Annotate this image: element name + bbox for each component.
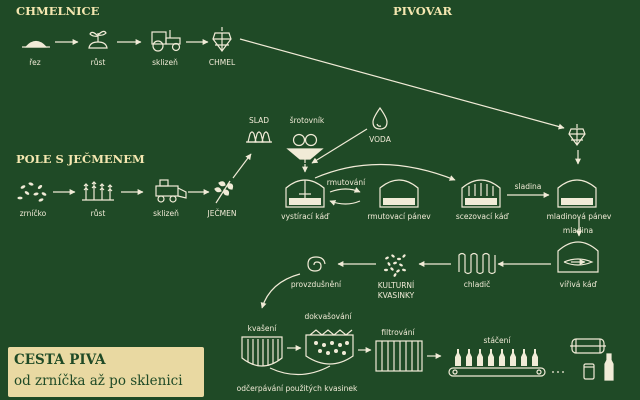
label-water: VODA xyxy=(369,135,391,144)
bottle-row-icon xyxy=(455,349,538,366)
water-drop-icon xyxy=(372,106,388,130)
label-barley-growth: růst xyxy=(90,209,106,218)
label-decoction-pan: rmutovací pánev xyxy=(367,212,431,221)
can-icon xyxy=(583,363,595,380)
barley-plants-icon xyxy=(82,181,114,201)
label-barley-harvest: sklizeň xyxy=(153,209,179,218)
mash-tun-icon xyxy=(285,179,325,208)
fermentation-tank-icon xyxy=(241,336,283,367)
label-bottling: stáčení xyxy=(483,336,511,345)
label-maturation: dokvašování xyxy=(304,312,352,321)
label-wort: mladina xyxy=(562,226,594,235)
label-cooler: chladič xyxy=(463,280,491,289)
keg-icon xyxy=(570,338,606,354)
title-line2: od zrníčka až po sklenici xyxy=(14,373,183,389)
heading-brewery: PIVOVAR xyxy=(393,4,453,18)
cooler-coil-icon xyxy=(458,252,496,275)
heading-hop-field: CHMELNICE xyxy=(16,4,100,18)
lauter-tun-icon xyxy=(461,179,501,208)
filter-icon xyxy=(375,340,423,372)
title-line1: CESTA PIVA xyxy=(14,352,106,368)
arrow-mash-to-lauter xyxy=(314,163,456,181)
label-fermentation: kvašení xyxy=(247,324,277,333)
label-hop: CHMEL xyxy=(208,58,236,67)
mill-icon xyxy=(286,133,324,163)
arrow-hop-to-kettle xyxy=(239,38,565,130)
label-mill: šrotovník xyxy=(289,116,325,125)
wort-kettle-icon xyxy=(557,179,597,208)
label-wort-kettle: mladinová pánev xyxy=(546,212,612,221)
label-whirlpool: vířivá káď xyxy=(559,280,597,289)
yeast-removal-bracket xyxy=(269,365,331,376)
label-malt: SLAD xyxy=(248,116,270,125)
hop-root-icon xyxy=(22,40,50,48)
yeast-icon xyxy=(384,254,406,277)
label-hop-growth: růst xyxy=(90,58,106,67)
tractor-icon xyxy=(151,30,181,52)
label-hop-harvest: sklizeň xyxy=(152,58,178,67)
label-hop-cut: řez xyxy=(29,58,41,67)
malt-icon xyxy=(246,131,272,143)
hop-cone-icon xyxy=(212,27,232,52)
conveyor-icon xyxy=(448,367,546,377)
arrow-pan-to-mash xyxy=(329,200,361,206)
hop-cone-icon xyxy=(568,124,586,147)
arrow-aeration-to-fermentation xyxy=(260,273,301,309)
sprout-icon xyxy=(88,30,108,49)
grain-icon xyxy=(17,182,47,202)
label-decoction: rmutování xyxy=(326,178,366,187)
arrow-barley-to-malt xyxy=(232,153,252,179)
maturation-foam-icon xyxy=(314,341,349,355)
label-grain: zrníčko xyxy=(19,209,47,218)
decoction-pan-icon xyxy=(379,179,419,208)
heading-barley-field: POLE S JEČMENEM xyxy=(16,152,145,166)
label-yeast: KULTURNÍ KVASINKY xyxy=(377,281,415,301)
label-sweet-wort: sladina xyxy=(514,182,542,191)
label-yeast-removal: odčerpávání použitých kvasinek xyxy=(236,384,358,393)
title-banner: CESTA PIVA od zrníčka až po sklenici xyxy=(8,347,204,397)
label-filtration: filtrování xyxy=(381,328,415,337)
bottle-icon xyxy=(604,353,614,381)
maturation-tank-icon xyxy=(305,329,354,365)
label-barley: JEČMEN xyxy=(207,209,237,218)
spiral-icon xyxy=(307,256,326,272)
wheat-ear-icon xyxy=(214,180,234,204)
label-aeration: provzdušnění xyxy=(290,280,342,289)
label-lauter-tun: scezovací káď xyxy=(455,212,509,221)
combine-harvester-icon xyxy=(155,179,187,203)
arrow-mash-to-pan xyxy=(329,187,361,193)
arrow-water-to-mill xyxy=(311,128,368,164)
whirlpool-icon xyxy=(557,241,599,273)
label-mash-tun: vystírací káď xyxy=(281,212,329,221)
